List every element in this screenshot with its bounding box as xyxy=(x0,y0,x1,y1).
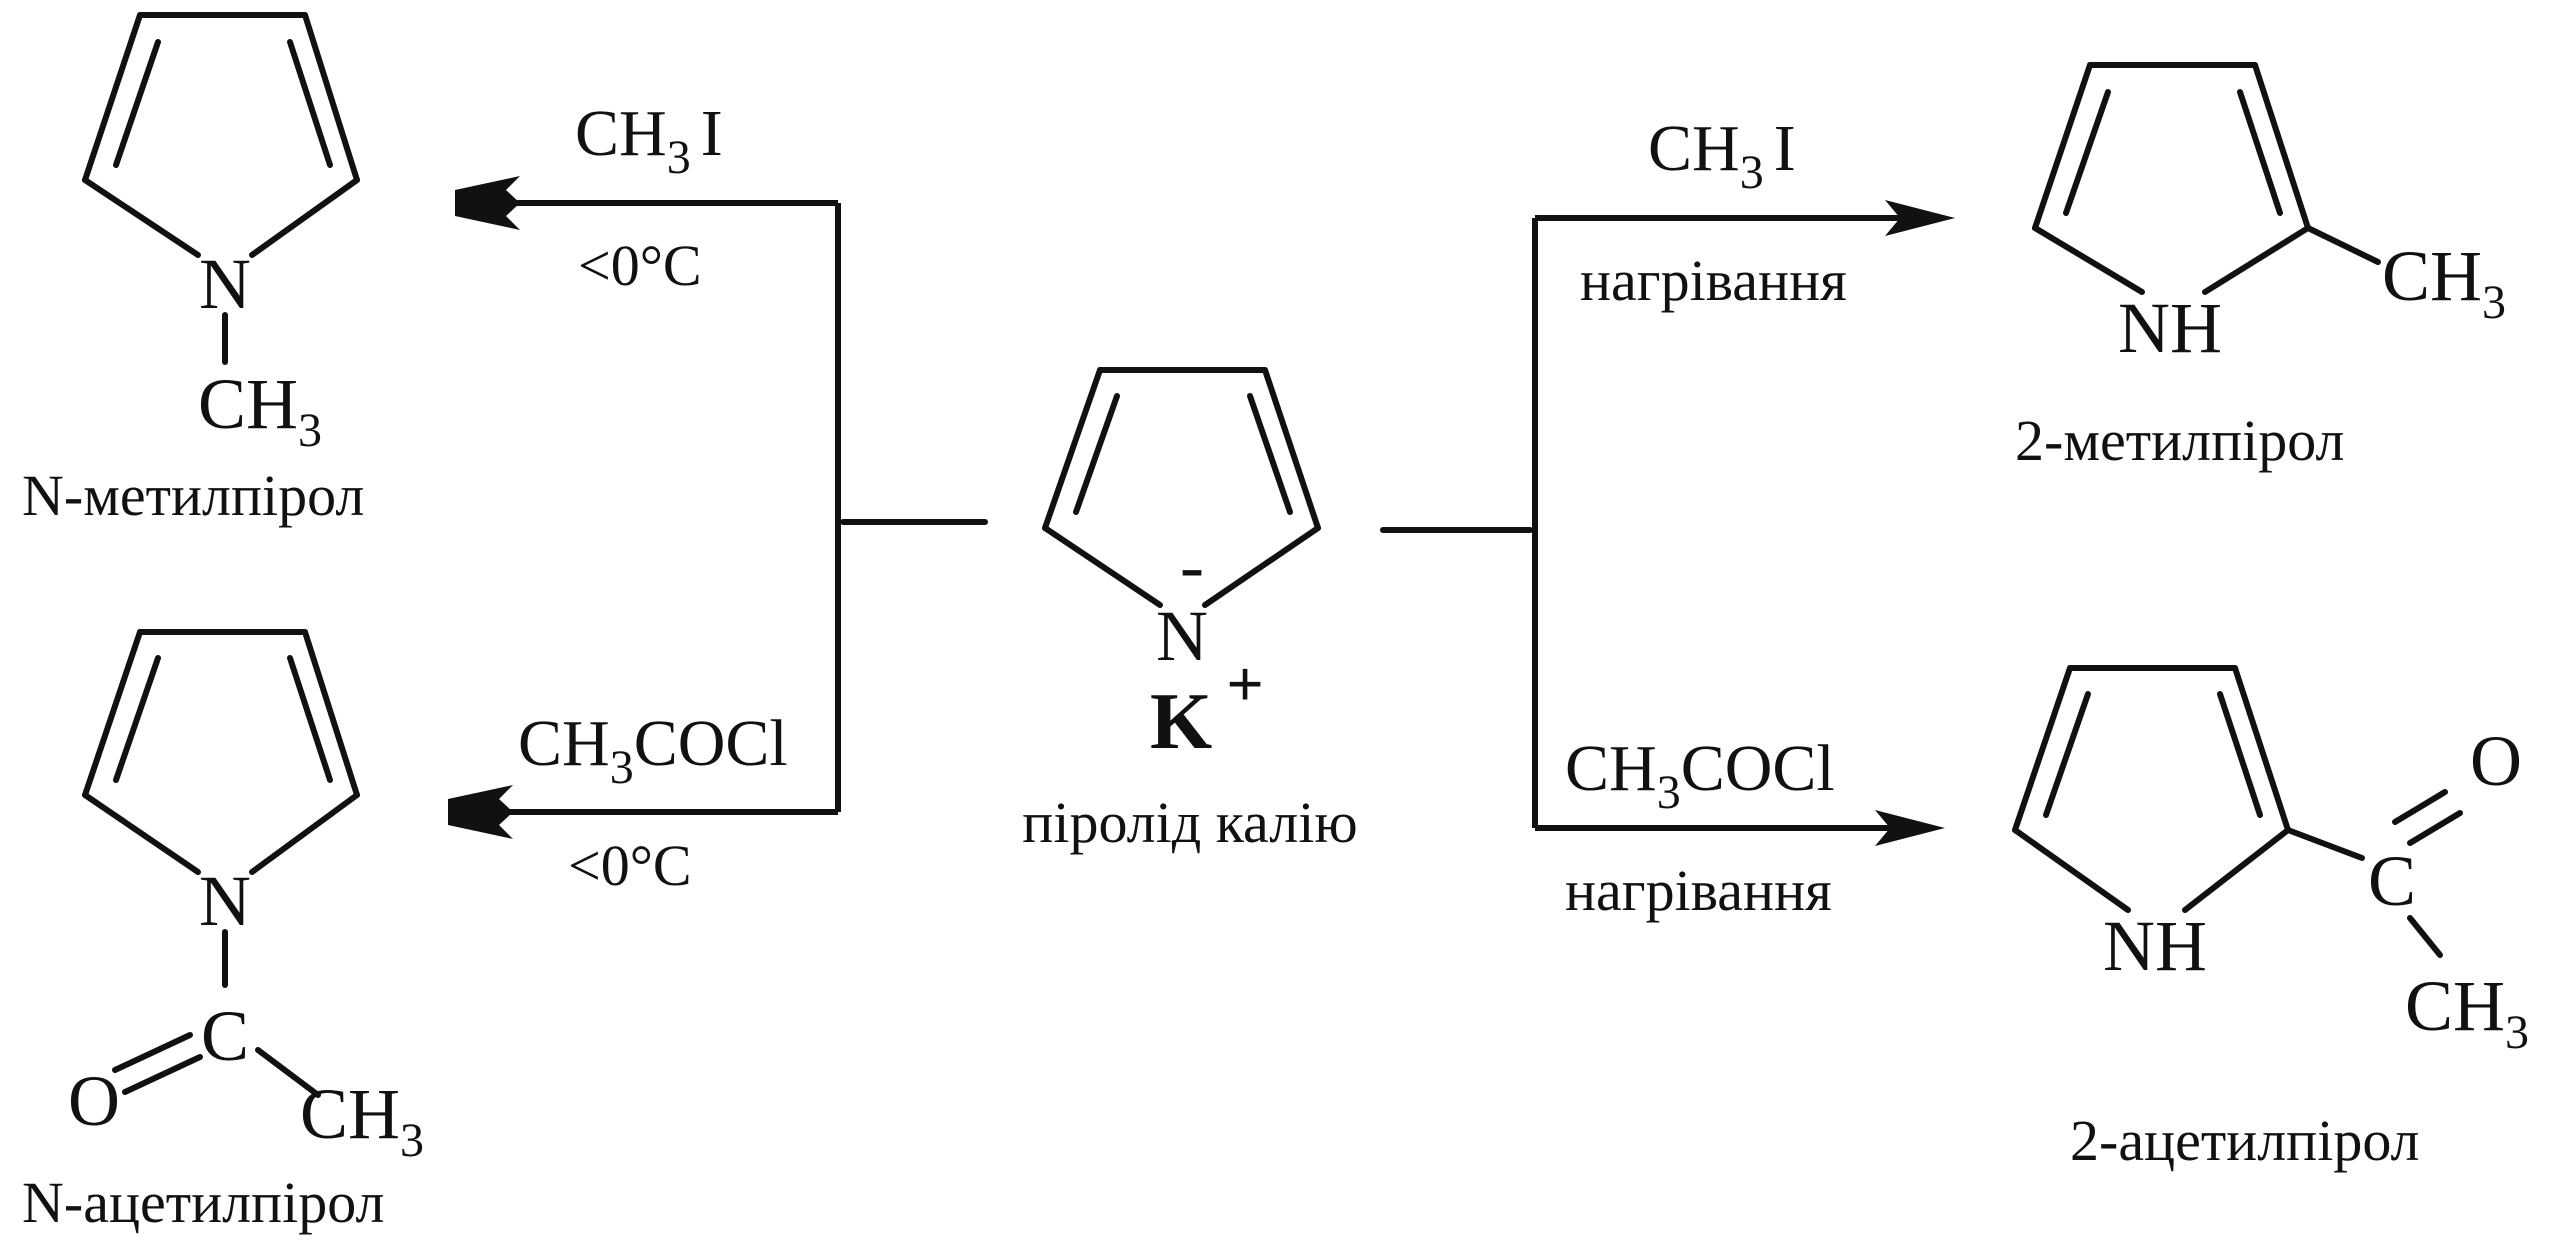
condition-below-zero-bottom: <0°C xyxy=(568,833,692,898)
condition-below-zero-top: <0°C xyxy=(578,233,702,298)
2-methylpyrrole-structure: NH CH3 2-метилпірол xyxy=(2015,62,2506,473)
potassium-symbol: K xyxy=(1150,678,1212,766)
reagent-ch3cocl-right: CH3COCl xyxy=(1565,732,1835,819)
2-methylpyrrole-methyl: CH3 xyxy=(2382,236,2506,329)
left-branch-arrows xyxy=(448,176,841,839)
n-methylpyrrole-name: N-метилпірол xyxy=(22,463,364,528)
condition-heating-top: нагрівання xyxy=(1580,248,1847,313)
2-acetylpyrrole-ring xyxy=(2012,665,2463,958)
n-methylpyrrole-ring xyxy=(82,12,360,365)
center-nitrogen-atom: N xyxy=(1156,596,1208,676)
2-acetylpyrrole-oxygen: O xyxy=(2470,721,2522,801)
2-methylpyrrole-name: 2-метилпірол xyxy=(2015,408,2344,473)
condition-heating-bottom: нагрівання xyxy=(1565,858,1832,923)
arrowhead-top-left xyxy=(455,176,520,230)
center-compound-name: піролід калію xyxy=(1022,790,1357,855)
potassium-cation: K+ xyxy=(1150,648,1264,766)
2-acetylpyrrole-carbonyl-carbon: C xyxy=(2368,841,2416,921)
n-methylpyrrole-methyl: CH3 xyxy=(198,364,322,457)
arrowhead-bottom-right xyxy=(1875,810,1945,846)
center-pyrrole-ring xyxy=(1042,367,1321,608)
2-acetylpyrrole-methyl: CH3 xyxy=(2405,966,2529,1059)
n-methylpyrrole-nitrogen: N xyxy=(199,244,251,324)
n-acetylpyrrole-nitrogen: N xyxy=(199,861,251,941)
2-methylpyrrole-ring xyxy=(2032,62,2381,295)
2-acetylpyrrole-nh: NH xyxy=(2103,906,2207,986)
2-methylpyrrole-nh: NH xyxy=(2118,288,2222,368)
potassium-pyrrolide-structure: N - K+ піролід калію xyxy=(1022,367,1358,855)
right-branch-arrows xyxy=(1532,200,1955,846)
potassium-charge: + xyxy=(1226,648,1264,721)
n-methylpyrrole-structure: N CH3 N-метилпірол xyxy=(22,12,364,528)
reagent-ch3cocl-left: CH3COCl xyxy=(518,707,788,794)
n-acetylpyrrole-methyl: CH3 xyxy=(300,1074,424,1167)
n-acetylpyrrole-carbonyl-carbon: C xyxy=(201,996,249,1076)
n-acetylpyrrole-ring xyxy=(82,629,360,1098)
center-negative-charge: - xyxy=(1180,526,1204,606)
2-acetylpyrrole-structure: NH C O CH3 2-ацетилпірол xyxy=(2012,665,2529,1173)
n-acetylpyrrole-name: N-ацетилпірол xyxy=(22,1170,384,1235)
n-acetylpyrrole-structure: N C O CH3 N-ацетилпірол xyxy=(22,629,424,1235)
arrowhead-bottom-left xyxy=(448,785,513,839)
n-acetylpyrrole-oxygen: O xyxy=(68,1061,120,1141)
2-acetylpyrrole-name: 2-ацетилпірол xyxy=(2070,1108,2420,1173)
